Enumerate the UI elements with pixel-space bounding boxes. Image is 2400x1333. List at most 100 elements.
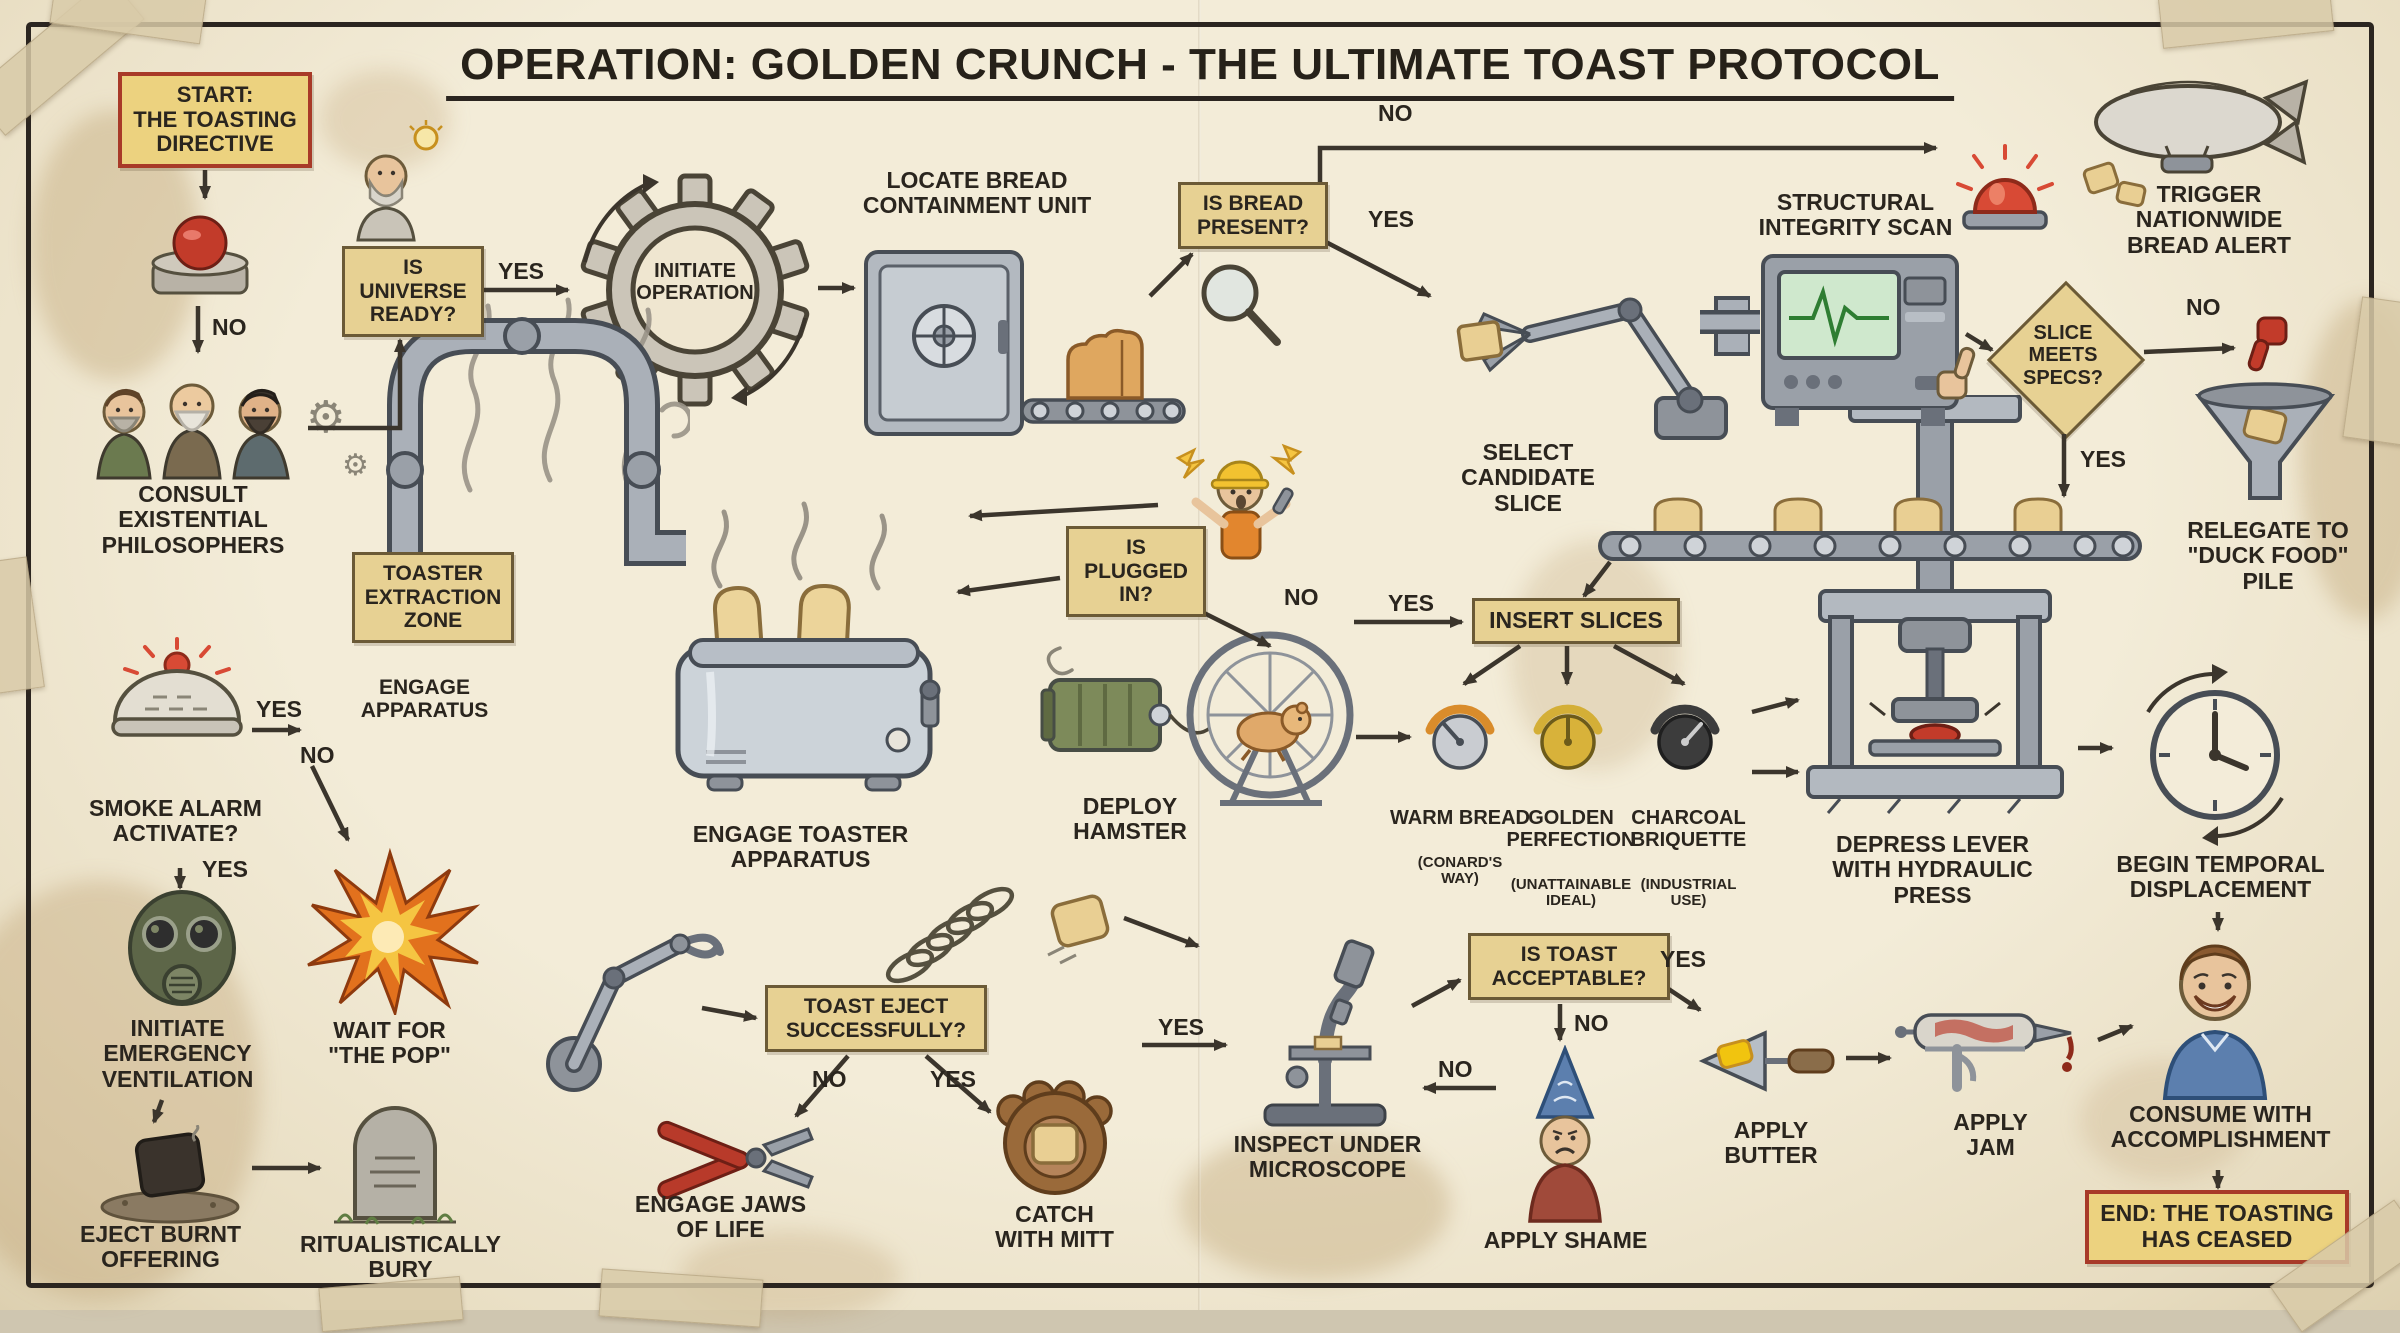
dial-caption-charcoal: CHARCOAL BRIQUETTE (INDUSTRIAL USE)	[1616, 782, 1761, 935]
dial-golden-sub: (UNATTAINABLE IDEAL)	[1510, 875, 1632, 910]
node-engage-toaster: ENGAGE TOASTER APPARATUS	[692, 821, 909, 873]
node-integrity-scan: STRUCTURAL INTEGRITY SCAN	[1758, 189, 1953, 241]
tape-piece	[318, 1275, 464, 1333]
bread-safe-illustration	[860, 240, 1190, 460]
edge-label-no-start: NO	[212, 314, 247, 340]
node-end: END: THE TOASTING HAS CEASED	[2085, 1190, 2349, 1264]
node-deploy-hamster: DEPLOY HAMSTER	[1073, 793, 1187, 845]
node-temporal: BEGIN TEMPORAL DISPLACEMENT	[2116, 851, 2325, 903]
gear-decor-icon: ⚙	[342, 448, 369, 483]
gas-mask-illustration	[115, 888, 250, 1013]
toaster-illustration	[650, 490, 960, 820]
node-initiate-operation: INITIATE OPERATION	[636, 260, 754, 304]
electrocuted-worker-illustration	[1160, 430, 1320, 580]
microscope-illustration	[1235, 935, 1415, 1135]
tape-piece	[2157, 0, 2335, 49]
node-apply-jam: APPLY JAM	[1953, 1109, 2028, 1161]
dial-charcoal-sub: (INDUSTRIAL USE)	[1640, 875, 1737, 910]
edge-label-no-specs: NO	[2186, 294, 2221, 320]
node-jaws-of-life: ENGAGE JAWS OF LIFE	[634, 1191, 807, 1243]
dunce-person-illustration	[1500, 1044, 1630, 1225]
node-inspect-microscope: INSPECT UNDER MICROSCOPE	[1233, 1131, 1422, 1183]
butter-trowel-illustration	[1695, 1005, 1840, 1115]
node-consume: CONSUME WITH ACCOMPLISHMENT	[2110, 1101, 2331, 1153]
red-button-illustration	[135, 205, 265, 305]
scanner-illustration	[1755, 248, 1965, 438]
burnt-toast-illustration	[95, 1124, 245, 1225]
catch-mitt-illustration	[985, 1065, 1125, 1200]
thinker-illustration	[340, 118, 450, 243]
duck-food-funnel-illustration	[2190, 380, 2340, 515]
paper-crease	[1198, 0, 1201, 1310]
jaws-of-life-illustration	[640, 1095, 820, 1225]
node-hydraulic-press: DEPRESS LEVER WITH HYDRAULIC PRESS	[1832, 831, 2033, 908]
siren-icon	[1950, 140, 2060, 240]
node-toast-eject: TOAST EJECT SUCCESSFULLY?	[765, 985, 987, 1053]
node-plugged-in: IS PLUGGED IN?	[1066, 526, 1206, 617]
dial-warm-sub: (CONARD'S WAY)	[1417, 853, 1503, 888]
node-insert-slices: INSERT SLICES	[1472, 598, 1680, 644]
edge-label-no-bread: NO	[1378, 100, 1413, 126]
robot-arm-illustration	[1420, 250, 1752, 450]
node-apply-shame: APPLY SHAME	[1483, 1227, 1648, 1253]
node-emergency-ventilation: INITIATE EMERGENCY VENTILATION	[101, 1015, 254, 1092]
node-bread-present: IS BREAD PRESENT?	[1178, 182, 1328, 250]
node-duck-food: RELEGATE TO "DUCK FOOD" PILE	[2187, 517, 2349, 594]
edge-label-no-alarm: NO	[300, 742, 335, 768]
edge-label-no-acceptable: NO	[1574, 1010, 1609, 1036]
dial-caption-warm: WARM BREAD (CONARD'S WAY)	[1390, 782, 1530, 913]
tape-piece	[598, 1268, 764, 1328]
jam-caulk-gun-illustration	[1895, 985, 2095, 1105]
magnifier-icon	[1195, 258, 1285, 348]
edge-label-yes-eject: YES	[930, 1066, 977, 1092]
thumbs-up-icon	[1928, 342, 1988, 407]
edge-label-no-plugged: NO	[1284, 584, 1319, 610]
node-universe-ready: IS UNIVERSE READY?	[342, 246, 484, 337]
node-extraction-zone: TOASTER EXTRACTION ZONE	[352, 552, 514, 643]
tape-piece	[0, 556, 45, 696]
node-catch-mitt: CATCH WITH MITT	[995, 1201, 1114, 1253]
dial-warm-label: WARM BREAD	[1390, 807, 1530, 830]
flying-toast-illustration	[1040, 875, 1120, 965]
poster-title: OPERATION: GOLDEN CRUNCH - THE ULTIMATE …	[446, 40, 1954, 101]
edge-label-yes-alarm-right: YES	[256, 696, 303, 722]
dial-caption-golden: GOLDEN PERFECTION (UNATTAINABLE IDEAL)	[1496, 782, 1646, 935]
edge-label-yes-mitt: YES	[1158, 1014, 1205, 1040]
dial-golden-perfection	[1528, 690, 1608, 775]
hydraulic-press-illustration	[1800, 393, 2070, 835]
tombstone-illustration	[330, 1100, 460, 1230]
node-smoke-alarm: SMOKE ALARM ACTIVATE?	[89, 795, 262, 847]
dial-charcoal-label: CHARCOAL BRIQUETTE	[1630, 807, 1747, 852]
dial-warm-bread	[1420, 690, 1500, 775]
gear-decor-icon: ⚙	[306, 392, 346, 443]
tape-piece	[2342, 296, 2400, 446]
clock-illustration	[2120, 660, 2310, 850]
happy-person-illustration	[2140, 930, 2290, 1100]
claw-arm-illustration	[530, 860, 750, 1100]
edge-label-yes-plugged: YES	[1388, 590, 1435, 616]
node-wait-pop: WAIT FOR "THE POP"	[328, 1017, 451, 1069]
slice-conveyor-illustration	[1595, 495, 2145, 585]
philosophers-illustration	[90, 360, 310, 480]
edge-label-yes-acceptable: YES	[1660, 946, 1707, 972]
hamster-generator-illustration	[1030, 620, 1360, 810]
gear-illustration	[575, 170, 815, 410]
node-slice-specs: SLICE MEETS SPECS?	[2022, 322, 2104, 389]
smoke-alarm-illustration	[105, 635, 250, 765]
node-bread-alert: TRIGGER NATIONWIDE BREAD ALERT	[2127, 181, 2291, 258]
explosion-illustration	[300, 845, 481, 1019]
edge-label-yes-specs: YES	[2080, 446, 2127, 472]
node-toast-acceptable: IS TOAST ACCEPTABLE?	[1468, 933, 1670, 1001]
node-apply-butter: APPLY BUTTER	[1724, 1117, 1818, 1169]
node-locate-bread: LOCATE BREAD CONTAINMENT UNIT	[862, 167, 1092, 219]
node-bury: RITUALISTICALLY BURY	[299, 1231, 502, 1283]
dial-charcoal-briquette	[1645, 690, 1725, 775]
edge-label-yes-universe: YES	[498, 258, 545, 284]
blimp-illustration	[2070, 70, 2310, 210]
edge-label-yes-alarm-down: YES	[202, 856, 249, 882]
dial-golden-label: GOLDEN PERFECTION	[1506, 807, 1636, 852]
node-select-slice: SELECT CANDIDATE SLICE	[1461, 439, 1595, 516]
node-start: START: THE TOASTING DIRECTIVE	[118, 72, 312, 168]
edge-label-no-eject: NO	[812, 1066, 847, 1092]
